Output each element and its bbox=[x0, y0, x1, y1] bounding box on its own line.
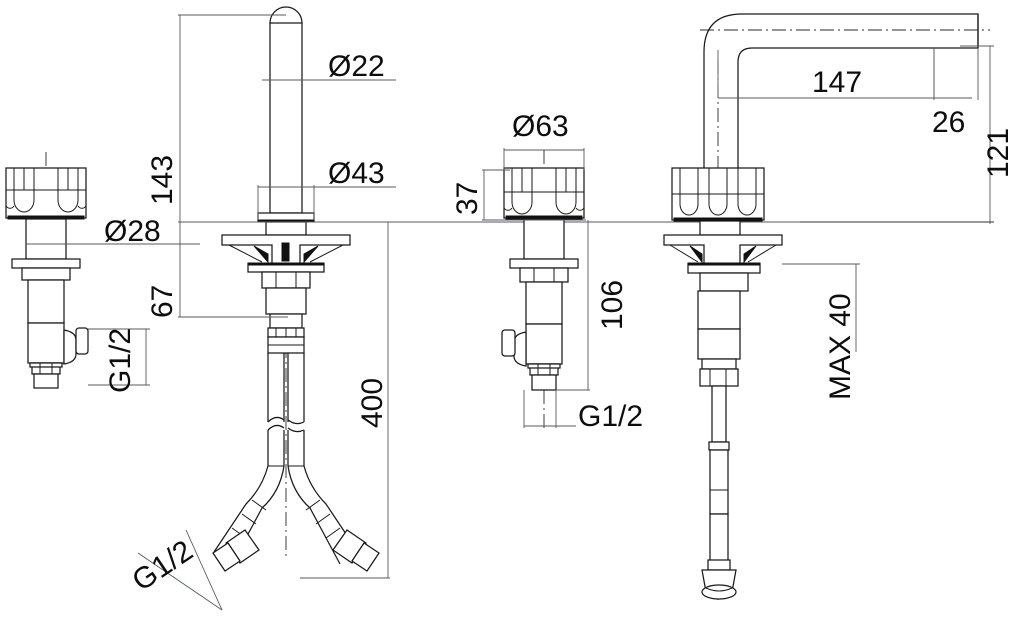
dim-d63: Ø63 bbox=[503, 110, 585, 170]
dim-d121: 121 bbox=[800, 45, 1015, 224]
dim-g12-left-label: G1/2 bbox=[104, 328, 137, 393]
dim-d143: 143 bbox=[146, 14, 800, 317]
flexible-hoses bbox=[212, 353, 380, 572]
dim-d67: 67 bbox=[146, 285, 288, 318]
left-valve-body bbox=[27, 279, 89, 389]
dim-d67-label: 67 bbox=[146, 285, 179, 318]
right-spout-view: 147 26 121 MAX 40 bbox=[663, 13, 1015, 600]
spout-deck-assembly bbox=[221, 212, 351, 354]
dim-d26: 26 bbox=[932, 48, 979, 139]
dim-d28-label: Ø28 bbox=[104, 215, 161, 248]
dim-g12-left: G1/2 bbox=[88, 328, 150, 393]
dim-d106-label: 106 bbox=[596, 280, 629, 330]
dim-d28: Ø28 bbox=[26, 215, 200, 248]
left-handle bbox=[5, 167, 87, 220]
right-drop-rod bbox=[701, 385, 737, 600]
dim-d37: 37 bbox=[451, 169, 586, 221]
dim-g12-mid: G1/2 bbox=[523, 390, 643, 433]
dim-d22-label: Ø22 bbox=[328, 50, 385, 83]
dim-d400: 400 bbox=[300, 222, 390, 579]
dim-g12-hose-label: G1/2 bbox=[126, 534, 198, 598]
dim-d63-label: Ø63 bbox=[512, 110, 569, 143]
middle-handle bbox=[503, 167, 585, 220]
right-deck-assembly bbox=[663, 220, 783, 387]
dim-d37-label: 37 bbox=[451, 182, 484, 215]
spout-riser bbox=[269, 22, 303, 214]
dim-g12-mid-label: G1/2 bbox=[578, 400, 643, 433]
dim-d43-label: Ø43 bbox=[328, 157, 385, 190]
dim-d43: Ø43 bbox=[257, 157, 396, 220]
dim-max40-label: MAX 40 bbox=[824, 293, 857, 400]
dim-max40: MAX 40 bbox=[782, 263, 860, 400]
left-valve-neck bbox=[11, 218, 81, 281]
hose-nut-right bbox=[332, 529, 380, 572]
dim-d147-label: 147 bbox=[812, 66, 862, 99]
dim-d106: 106 bbox=[556, 220, 629, 391]
middle-valve-view: Ø63 37 106 G1/2 bbox=[451, 110, 643, 433]
dim-d143-label: 143 bbox=[146, 155, 179, 205]
dim-d400-label: 400 bbox=[356, 378, 389, 428]
right-handle bbox=[671, 167, 765, 222]
dim-g12-hose: G1/2 bbox=[126, 529, 223, 611]
dim-d22: Ø22 bbox=[262, 50, 396, 83]
dim-d26-label: 26 bbox=[932, 106, 965, 139]
middle-valve-neck bbox=[509, 218, 579, 283]
left-valve-view: Ø28 G1/2 bbox=[5, 152, 200, 393]
center-spout-view: 143 67 Ø22 Ø43 400 G1/2 bbox=[126, 6, 800, 611]
dim-d121-label: 121 bbox=[982, 128, 1015, 178]
spout-arm bbox=[703, 13, 979, 200]
hose-nut-left bbox=[212, 529, 260, 572]
middle-valve-body bbox=[501, 281, 563, 391]
